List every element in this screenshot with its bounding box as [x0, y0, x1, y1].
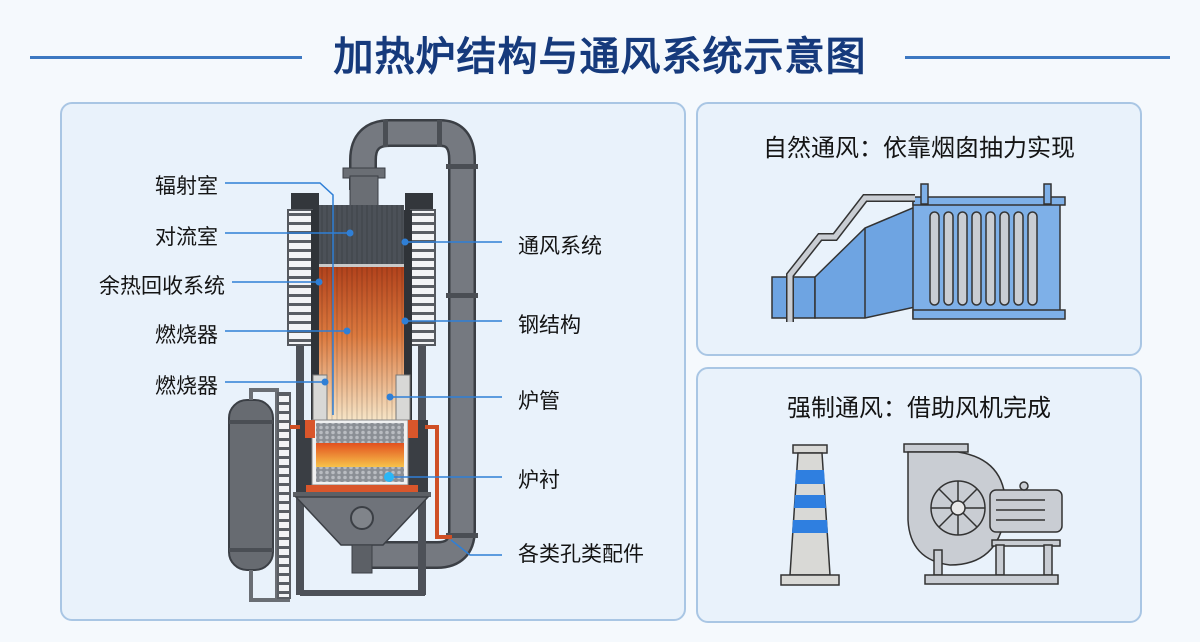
page-title: 加热炉结构与通风系统示意图 — [333, 34, 867, 80]
title-rule-right — [905, 56, 1170, 59]
forced-draft-title: 强制通风：借助风机完成 — [787, 394, 1051, 422]
heating-furnace-illustration — [228, 119, 478, 602]
natural-draft-title: 自然通风：依靠烟囱抽力实现 — [763, 134, 1075, 162]
label-waste-heat-recovery: 余热回收系统 — [99, 274, 225, 298]
label-furnace-lining: 炉衬 — [518, 468, 560, 492]
label-convection-chamber: 对流室 — [155, 225, 218, 249]
fan-illustration — [903, 443, 1063, 585]
label-furnace-tube: 炉管 — [518, 389, 560, 413]
leader-dots — [315, 229, 409, 482]
label-ventilation-system: 通风系统 — [518, 234, 602, 258]
label-burner-2: 燃烧器 — [155, 374, 218, 398]
label-radiant-chamber: 辐射室 — [155, 174, 218, 198]
ladder — [277, 392, 291, 599]
leader-lines — [225, 182, 502, 556]
tank — [228, 399, 274, 571]
title-rule-left — [30, 56, 302, 59]
label-fittings: 各类孔类配件 — [518, 542, 644, 566]
natural-draft-illustration — [771, 183, 1066, 322]
label-burner-1: 燃烧器 — [155, 323, 218, 347]
label-steel-structure: 钢结构 — [518, 313, 581, 337]
chimney-illustration — [780, 444, 840, 586]
